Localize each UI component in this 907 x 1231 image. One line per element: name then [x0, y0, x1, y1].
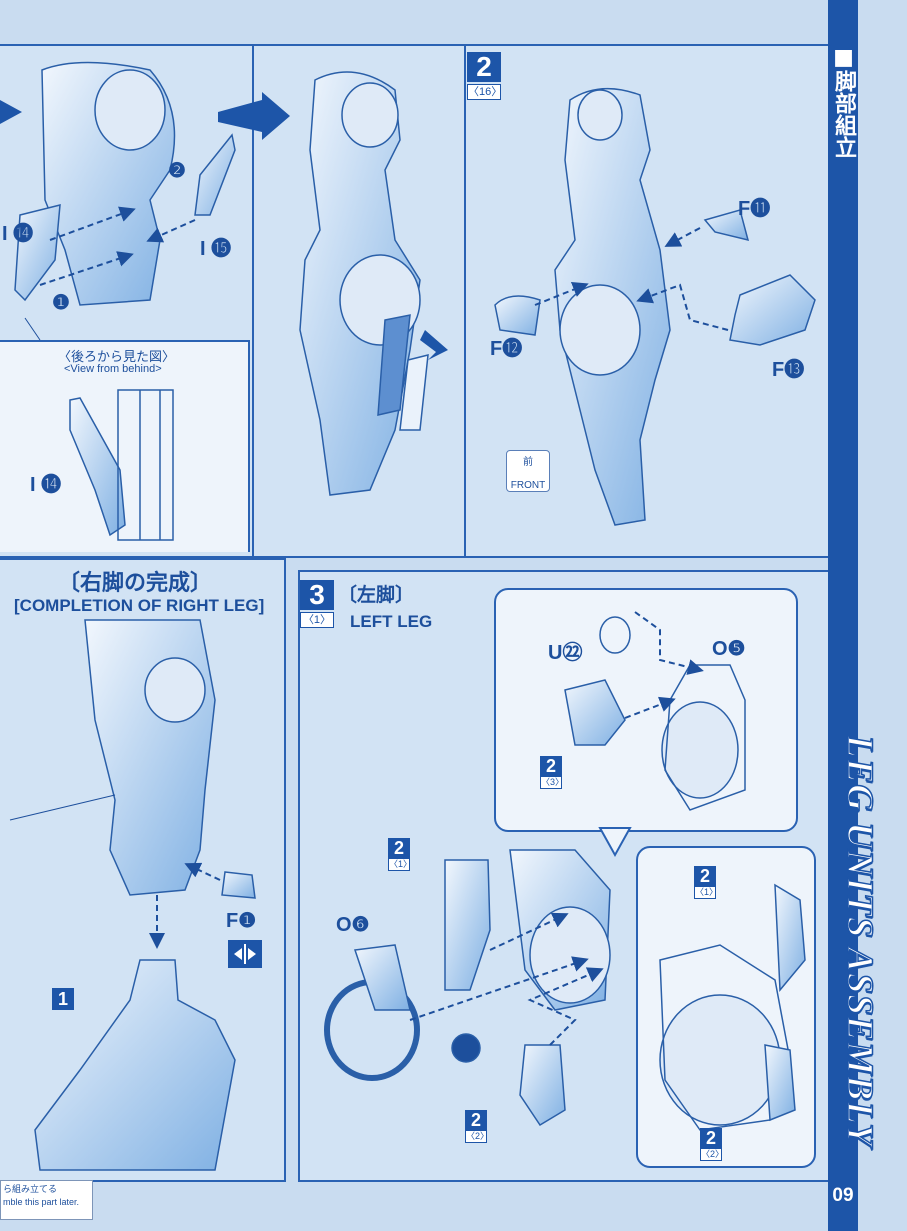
order-marker-1: ❶ — [52, 292, 70, 314]
step2-sub: 〈16〉 — [467, 84, 503, 100]
part-label-i15: I ⓯ — [200, 238, 232, 260]
assemble-later-note: ら組み立てる mble this part later. — [0, 1180, 93, 1220]
arrow-in-icon — [0, 100, 22, 124]
completion-title-en: [COMPLETION OF RIGHT LEG] — [14, 596, 265, 615]
section-title-en: LEG UNITS ASSEMBLY — [838, 734, 881, 1148]
sidebar-bar — [828, 0, 858, 1231]
part-label-o6: O❻ — [336, 914, 370, 936]
step1-arrows — [39, 206, 196, 286]
step3-title-en: LEFT LEG — [350, 612, 433, 631]
view-from-behind-jp: 〈後ろから見た図〉 — [58, 350, 176, 365]
part-label-f13: F⓭ — [772, 359, 805, 381]
note-line-jp: ら組み立てる — [3, 1185, 58, 1195]
step1-leg-part — [14, 61, 236, 306]
part-label-f11: F⓫ — [738, 198, 771, 220]
note-line-en: mble this part later. — [3, 1197, 80, 1207]
step2-number: 2 — [467, 52, 501, 82]
ref-step-2-2b: 2〈2〉 — [700, 1128, 725, 1161]
part-label-o5: O❺ — [712, 638, 746, 660]
step3-arrows — [409, 611, 704, 1046]
step2-arrows — [534, 227, 729, 331]
ref-step-1: 1 — [52, 988, 74, 1010]
order-marker-2: ❷ — [168, 160, 186, 182]
page-number: 09 — [832, 1185, 854, 1206]
view-from-behind-inset — [0, 340, 250, 552]
ref-step-2-1a: 2〈1〉 — [388, 838, 413, 871]
ref-step-2-1b: 2〈1〉 — [694, 866, 719, 899]
part-label-i14-detail: I ⓮ — [30, 474, 62, 496]
front-en: FRONT — [510, 480, 546, 491]
part-label-i14: I ⓮ — [2, 223, 34, 245]
completion-arrows — [149, 862, 221, 949]
ref-step-2-3: 2〈3〉 — [540, 756, 565, 789]
front-indicator: 前 FRONT — [506, 450, 550, 492]
step2-leg — [494, 87, 816, 526]
step3-parts — [324, 616, 806, 1131]
behind-view-detail — [69, 389, 174, 541]
ref-step-2-2a: 2〈2〉 — [465, 1110, 490, 1143]
step3-title-jp: 〔左脚〕 — [338, 584, 415, 606]
front-jp: 前 — [523, 457, 533, 468]
completion-title-jp: 〔右脚の完成〕 — [58, 571, 213, 596]
step3-number: 3 — [300, 580, 334, 610]
section-title-jp: ■脚部組立 — [831, 45, 856, 158]
attach-arrow-icon — [420, 330, 448, 360]
view-from-behind-en: <View from behind> — [64, 363, 162, 375]
arrow-right-icon — [218, 92, 290, 140]
part-label-u22: U㉒ — [548, 642, 583, 664]
step1-result-leg — [299, 71, 429, 496]
completed-right-leg — [34, 619, 256, 1171]
part-label-f12: F⓬ — [490, 338, 523, 360]
part-label-f1: F❶ — [226, 910, 257, 932]
step3-sub: 〈1〉 — [300, 612, 334, 628]
